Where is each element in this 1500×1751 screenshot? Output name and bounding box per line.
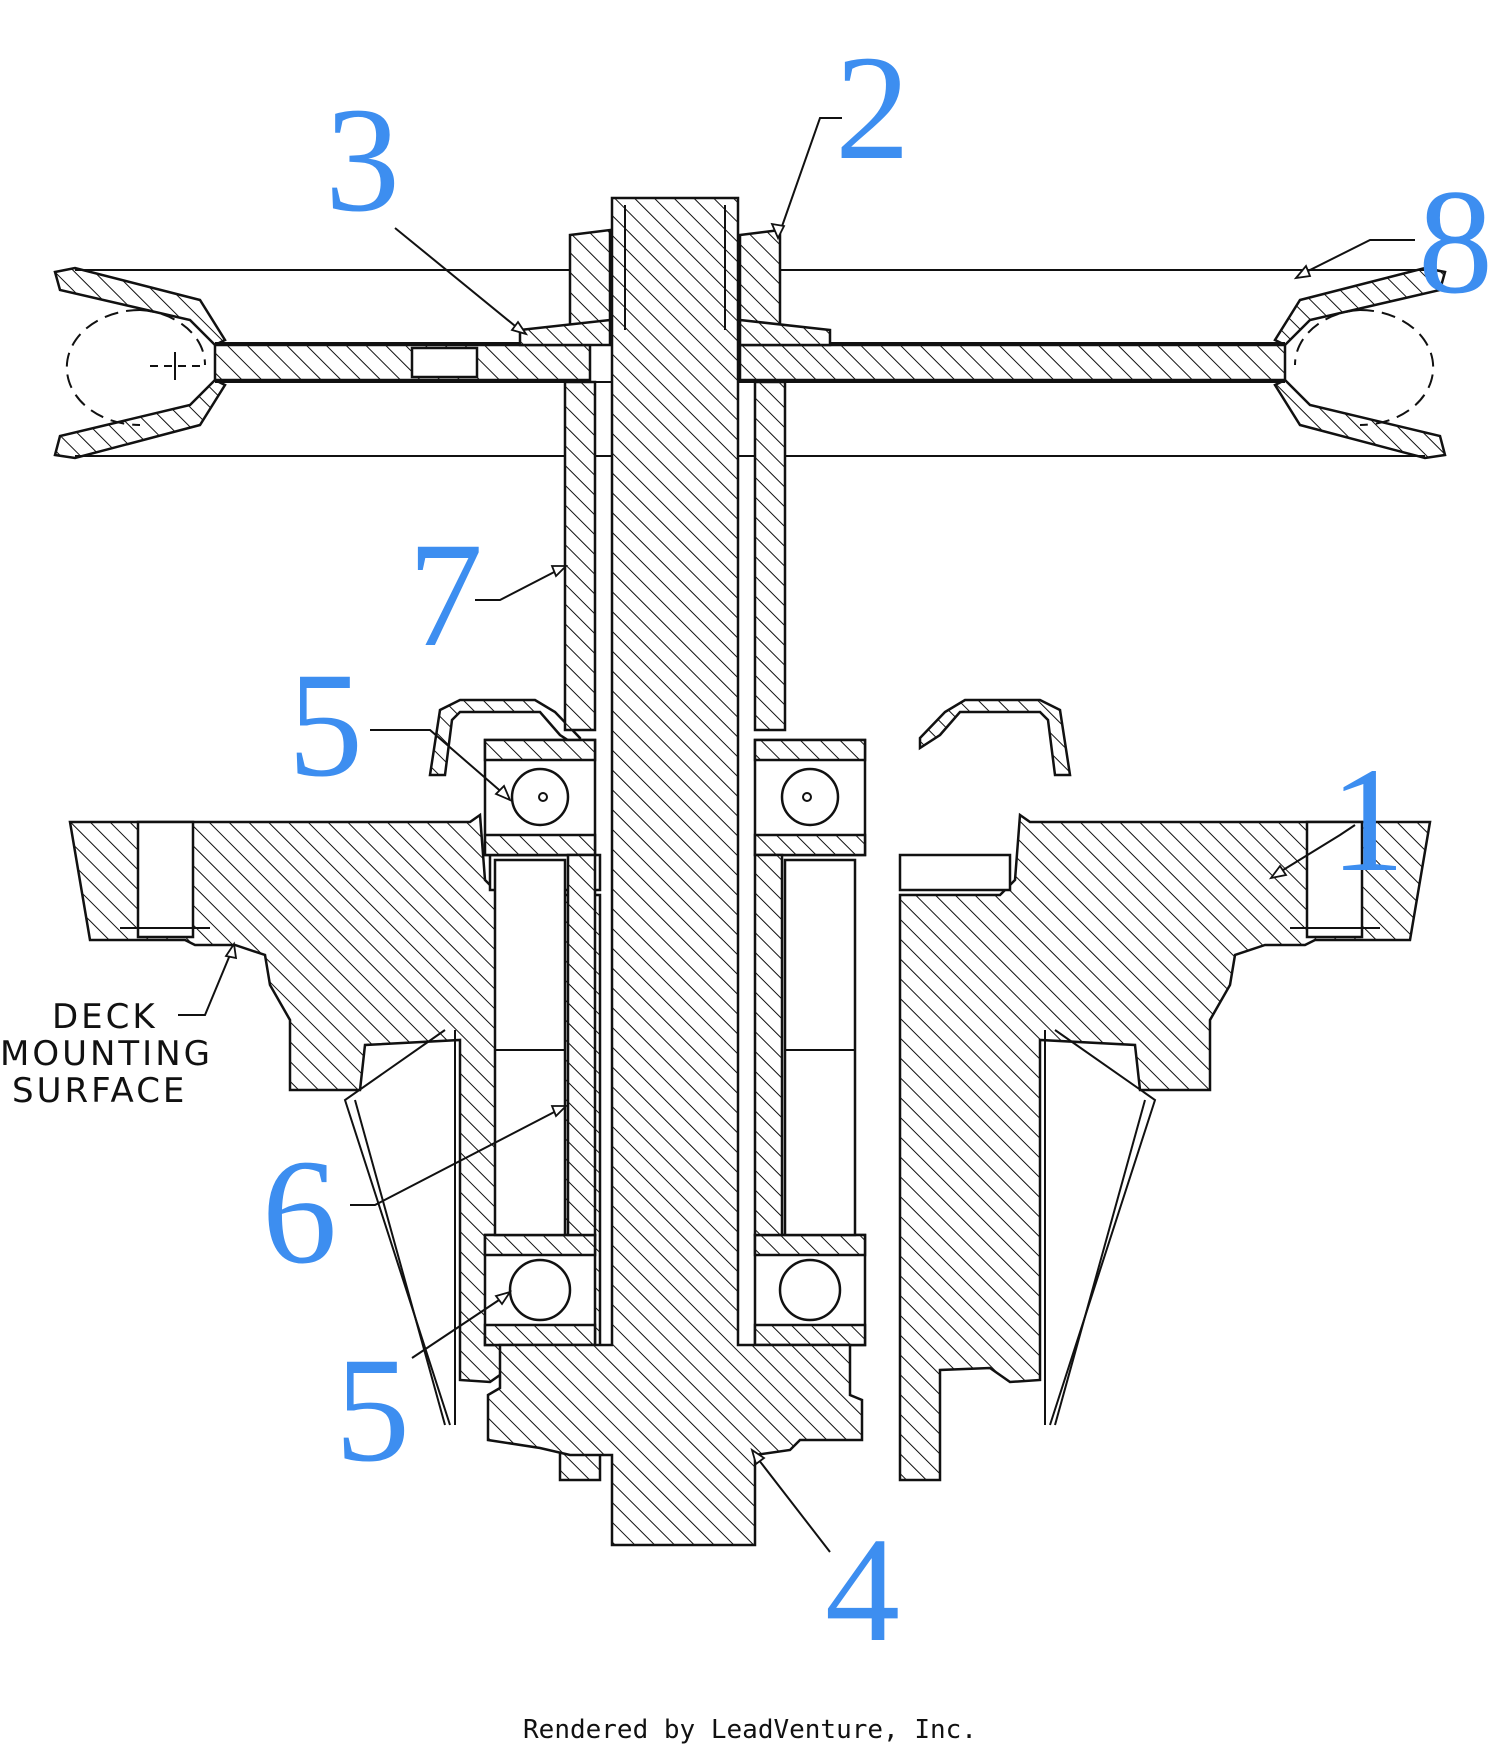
upper-bearing-left: [483, 738, 597, 857]
callout-5-bottom: 5: [335, 1327, 410, 1493]
render-credit: Rendered by LeadVenture, Inc.: [523, 1715, 977, 1745]
spindle-housing: [68, 812, 1432, 1482]
lower-bearing-right: [753, 1233, 867, 1347]
mounting-label-line2: MOUNTING: [0, 1034, 213, 1074]
callout-6: 6: [262, 1129, 337, 1295]
spacer-tube: [563, 380, 787, 732]
spindle-shaft: [486, 196, 864, 1547]
callout-2: 2: [835, 25, 910, 191]
housing-skirt: [343, 1029, 1157, 1426]
mounting-label-line3: SURFACE: [12, 1071, 187, 1111]
callout-1: 1: [1330, 737, 1405, 903]
callout-4: 4: [825, 1507, 900, 1673]
callout-8: 8: [1418, 159, 1493, 325]
hex-nut: [518, 228, 832, 347]
lower-bearing-left: [483, 1233, 597, 1347]
leader-lines: [178, 117, 1415, 1553]
callout-3: 3: [325, 77, 400, 243]
upper-bearing-right: [753, 738, 867, 857]
mounting-label-line1: DECK: [52, 997, 158, 1037]
pulley: [53, 266, 1447, 460]
inner-spacer: [493, 853, 857, 1237]
callout-7: 7: [408, 512, 483, 678]
callout-5-top: 5: [288, 642, 363, 808]
